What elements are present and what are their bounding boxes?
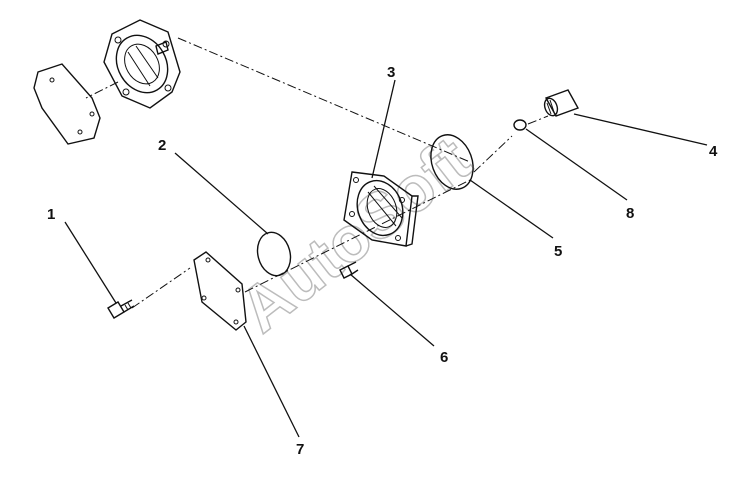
callout-1: 1 bbox=[47, 206, 55, 223]
part-8-ring bbox=[513, 119, 527, 131]
part-6-screw bbox=[339, 261, 359, 279]
part-1-bolt bbox=[107, 299, 135, 319]
upper-housing bbox=[103, 19, 181, 109]
leader-lines bbox=[64, 79, 708, 438]
callout-3: 3 bbox=[387, 64, 395, 81]
part-7-cover-plate bbox=[193, 251, 247, 331]
part-2-o-ring bbox=[256, 231, 292, 277]
callout-6: 6 bbox=[440, 349, 448, 366]
callouts: 1 2 3 4 5 6 7 8 bbox=[47, 64, 718, 458]
part-5-gasket bbox=[430, 134, 474, 190]
upper-cover-plate bbox=[33, 63, 101, 145]
callout-2: 2 bbox=[158, 137, 166, 154]
callout-7: 7 bbox=[296, 441, 304, 458]
callout-5: 5 bbox=[554, 243, 562, 260]
part-3-housing bbox=[343, 171, 419, 247]
callout-4: 4 bbox=[709, 143, 718, 160]
part-4-sleeve bbox=[543, 89, 580, 117]
callout-8: 8 bbox=[626, 205, 634, 222]
